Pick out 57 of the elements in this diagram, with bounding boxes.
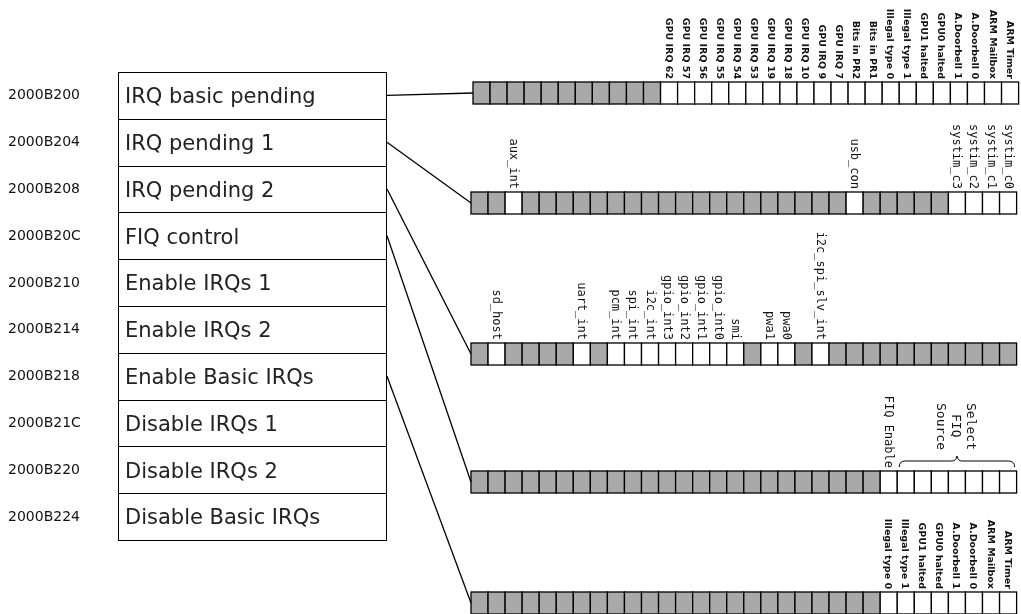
bit-label: Bits in PR1 bbox=[868, 20, 880, 79]
register-box: IRQ pending 1 bbox=[118, 118, 387, 168]
register-box: Enable IRQs 2 bbox=[118, 306, 387, 355]
bit-label: GPU0 halted bbox=[934, 522, 946, 589]
leader-line bbox=[386, 188, 472, 355]
bit-label: ARM Timer bbox=[1002, 530, 1014, 589]
bit-field-bar bbox=[470, 591, 1018, 614]
address-label: 2000B214 bbox=[8, 320, 80, 337]
address-label: 2000B204 bbox=[8, 133, 80, 150]
leader-line bbox=[386, 375, 472, 604]
bit-label: Illegal type 0 bbox=[885, 8, 897, 79]
bit-field-bar bbox=[470, 342, 1018, 366]
address-label: 2000B210 bbox=[8, 273, 80, 290]
register-box: Disable Basic IRQs bbox=[118, 493, 387, 542]
register-box: FIQ control bbox=[118, 212, 387, 261]
bit-label: ARM Mailbox bbox=[987, 9, 999, 79]
register-box: IRQ pending 2 bbox=[118, 165, 387, 214]
register-box: Disable IRQs 2 bbox=[118, 446, 387, 495]
bit-label: A.Doorbell 1 bbox=[951, 522, 963, 589]
bit-label: systim_c0 bbox=[1001, 123, 1015, 189]
address-label: 2000B21C bbox=[8, 414, 81, 430]
bit-label: GPU IRQ 7 bbox=[834, 24, 846, 79]
bit-label: GPU1 halted bbox=[917, 522, 929, 589]
register-box: IRQ basic pending bbox=[118, 72, 387, 121]
bit-label: Bits in PR2 bbox=[851, 20, 863, 79]
address-label: 2000B218 bbox=[8, 367, 80, 384]
bit-label: usb_con bbox=[848, 138, 862, 189]
bit-label: systim_c1 bbox=[984, 123, 998, 189]
bit-label: ARM Mailbox bbox=[985, 519, 997, 589]
bit-label: A.Doorbell 0 bbox=[970, 12, 982, 79]
address-label: 2000B20C bbox=[8, 226, 81, 243]
bit-label: GPU0 halted bbox=[936, 12, 948, 79]
register-box: Enable IRQs 1 bbox=[118, 259, 387, 308]
bit-field-bar bbox=[472, 81, 1020, 105]
bit-label: A.Doorbell 1 bbox=[953, 12, 965, 79]
bit-label: Select FIQ Source bbox=[934, 401, 980, 452]
bit-label: GPU1 halted bbox=[919, 12, 931, 79]
bit-label: smi bbox=[728, 318, 742, 340]
bit-label: systim_c2 bbox=[967, 123, 981, 189]
bit-label: i2c_spi_slv_int bbox=[814, 231, 827, 340]
bit-field-bar bbox=[470, 470, 1018, 494]
bit-field-bar bbox=[470, 191, 1018, 215]
bit-label: Illegal type 0 bbox=[883, 518, 895, 589]
bit-label: Illegal type 1 bbox=[902, 8, 914, 79]
bit-label: systim_c3 bbox=[950, 123, 964, 189]
address-label: 2000B224 bbox=[8, 507, 80, 524]
leader-line bbox=[386, 141, 472, 204]
address-label: 2000B220 bbox=[8, 460, 80, 477]
address-label: 2000B200 bbox=[8, 86, 80, 103]
bit-label: ARM Timer bbox=[1004, 20, 1016, 79]
bit-label: A.Doorbell 0 bbox=[968, 522, 980, 589]
register-box: Enable Basic IRQs bbox=[118, 352, 387, 402]
leader-line bbox=[386, 92, 474, 97]
leader-line bbox=[386, 235, 472, 483]
address-label: 2000B208 bbox=[8, 180, 80, 196]
bit-label: Illegal type 1 bbox=[900, 518, 912, 589]
register-box: Disable IRQs 1 bbox=[118, 399, 387, 448]
